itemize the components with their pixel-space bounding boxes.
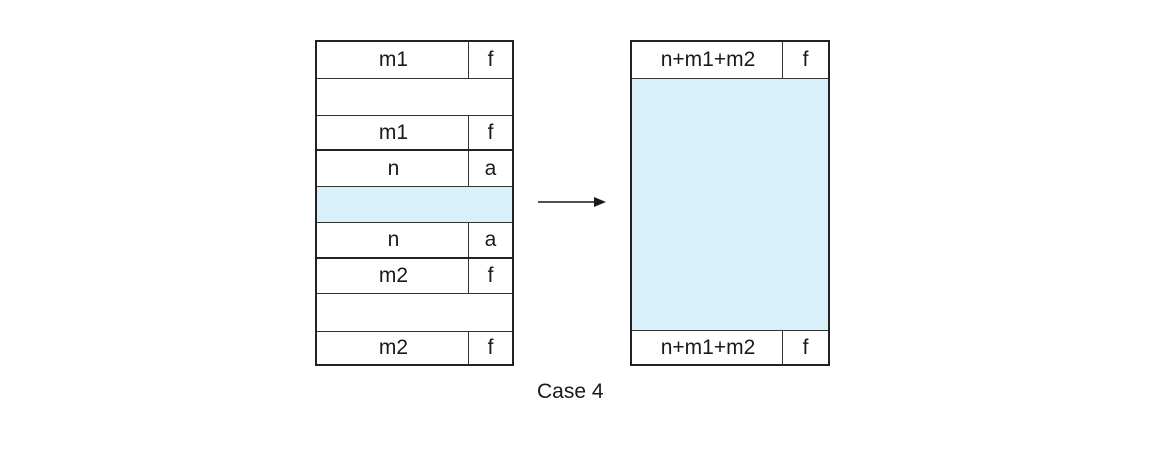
m1-header-size: m1 xyxy=(378,48,409,71)
n-header-size: n xyxy=(387,156,400,180)
n-footer-flag: a xyxy=(468,223,512,257)
n-header-row: n a xyxy=(317,149,512,186)
m2-header-size: m2 xyxy=(378,264,409,287)
m1-footer-row: m1 f xyxy=(317,115,512,150)
m1-header-row: m1 f xyxy=(317,42,512,78)
merged-header-size: n+m1+m2 xyxy=(660,48,756,71)
merged-footer-size: n+m1+m2 xyxy=(660,335,756,359)
m2-body-row xyxy=(317,293,512,331)
m2-footer-row: m2 f xyxy=(317,331,512,364)
figure-caption: Case 4 xyxy=(537,380,604,403)
n-body-row-shaded xyxy=(317,186,512,222)
m2-header-flag: f xyxy=(468,259,512,293)
m2-footer-flag: f xyxy=(468,332,512,364)
m1-header-flag: f xyxy=(468,42,512,78)
right-arrow-icon xyxy=(538,197,606,207)
n-footer-row: n a xyxy=(317,222,512,257)
m1-footer-size: m1 xyxy=(378,121,409,144)
merged-body-shaded xyxy=(632,78,828,330)
merged-header-row: n+m1+m2 f xyxy=(632,42,828,78)
merged-footer-flag: f xyxy=(782,331,828,364)
m1-footer-flag: f xyxy=(468,116,512,150)
m1-body-row xyxy=(317,78,512,115)
n-footer-size: n xyxy=(387,228,400,251)
n-header-flag: a xyxy=(468,151,512,186)
right-memory-block: n+m1+m2 f n+m1+m2 f xyxy=(630,40,830,366)
m2-footer-size: m2 xyxy=(378,336,409,359)
merged-footer-row: n+m1+m2 f xyxy=(632,330,828,364)
merged-header-flag: f xyxy=(782,42,828,78)
m2-header-row: m2 f xyxy=(317,257,512,293)
left-memory-block: m1 f m1 f n a n a m2 f m2 f xyxy=(315,40,514,366)
